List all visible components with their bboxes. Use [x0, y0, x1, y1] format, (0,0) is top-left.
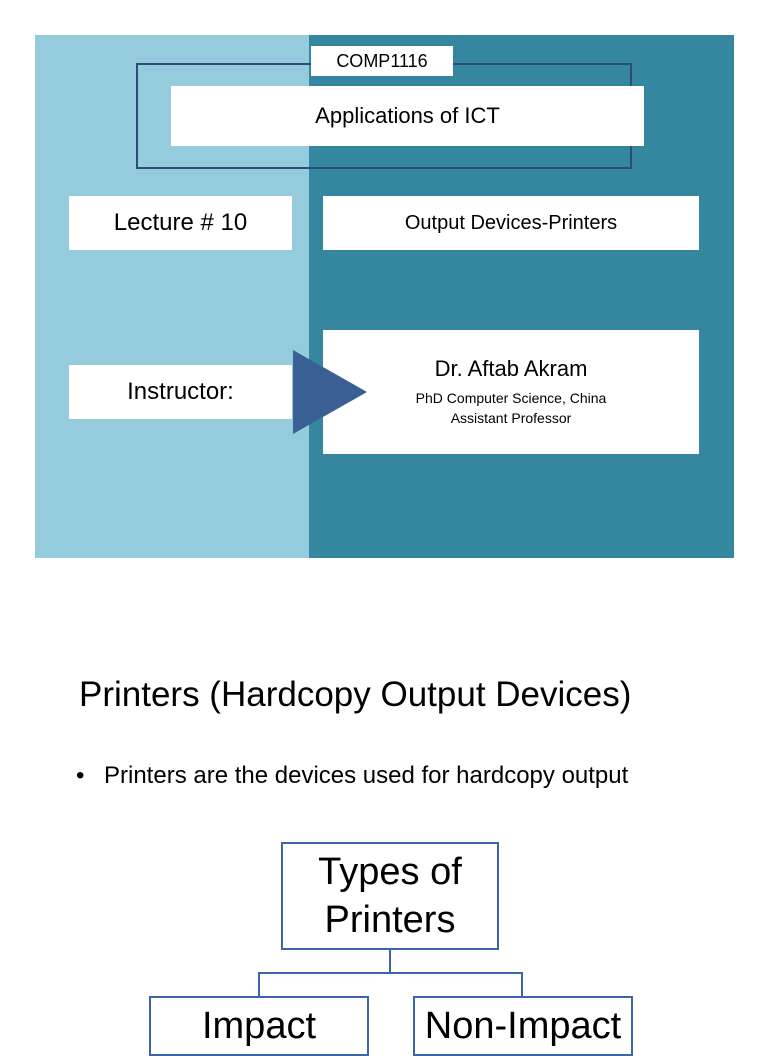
connector-vertical-root — [389, 950, 391, 974]
list-item: • Printers are the devices used for hard… — [76, 758, 676, 794]
instructor-degree: PhD Computer Science, China — [415, 390, 607, 406]
course-title: Applications of ICT — [171, 86, 644, 146]
diagram-node-impact: Impact — [149, 996, 369, 1056]
diagram-root-node: Types of Printers — [281, 842, 499, 950]
instructor-name: Dr. Aftab Akram — [434, 356, 588, 381]
bullet-text: Printers are the devices used for hardco… — [104, 762, 629, 789]
arrow-right-icon — [293, 350, 367, 434]
diagram-node-non-impact: Non-Impact — [413, 996, 633, 1056]
connector-vertical-right — [521, 972, 523, 996]
connector-horizontal — [258, 972, 523, 974]
title-slide: Applications of ICT COMP1116 Lecture # 1… — [35, 35, 734, 558]
slide-title: Printers (Hardcopy Output Devices) — [79, 675, 632, 714]
instructor-label: Instructor: — [69, 365, 292, 419]
course-code: COMP1116 — [311, 46, 453, 76]
bullet-icon: • — [76, 762, 85, 789]
instructor-info: Dr. Aftab Akram PhD Computer Science, Ch… — [323, 330, 699, 454]
bullet-list: • Printers are the devices used for hard… — [76, 758, 676, 794]
connector-vertical-left — [258, 972, 260, 996]
lecture-number: Lecture # 10 — [69, 196, 292, 250]
instructor-position: Assistant Professor — [450, 410, 572, 426]
lecture-topic: Output Devices-Printers — [323, 196, 699, 250]
